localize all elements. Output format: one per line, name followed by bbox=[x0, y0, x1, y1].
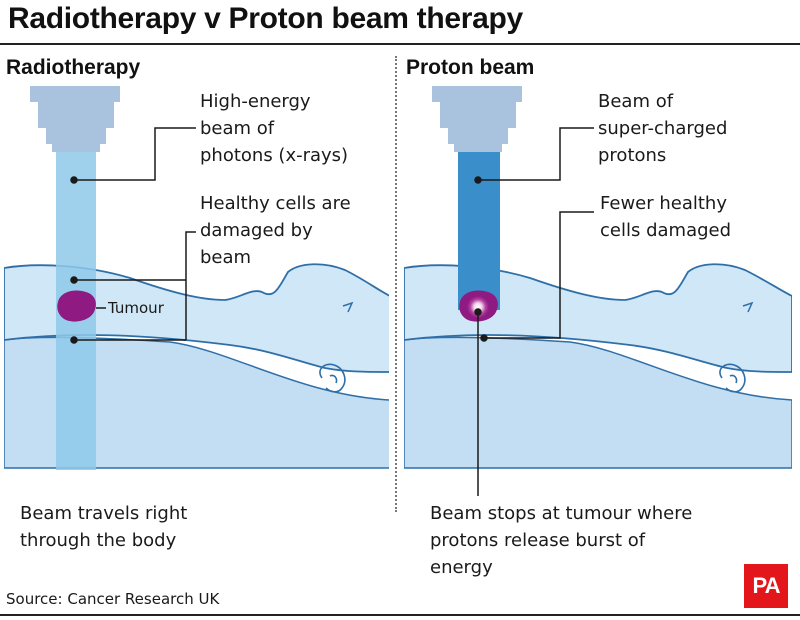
title-rule bbox=[0, 43, 800, 45]
left-nozzle bbox=[30, 86, 120, 152]
left-ear-icon bbox=[319, 363, 346, 393]
healthy-cells-damaged-label: Healthy cells are damaged by beam bbox=[200, 193, 351, 268]
fewer-cells-damaged-label: Fewer healthy cells damaged bbox=[600, 193, 732, 241]
radiotherapy-heading: Radiotherapy bbox=[6, 56, 141, 79]
proton-beam-heading: Proton beam bbox=[406, 56, 535, 79]
proton-beam bbox=[458, 150, 500, 310]
panel-divider bbox=[395, 56, 397, 512]
footer-rule bbox=[0, 614, 800, 616]
page-title: Radiotherapy v Proton beam therapy bbox=[8, 2, 523, 35]
left-eye-icon bbox=[342, 301, 354, 313]
right-ear-icon bbox=[719, 363, 746, 393]
right-nozzle bbox=[432, 86, 522, 152]
right-eye-icon bbox=[742, 301, 754, 313]
left-callout-lines bbox=[70, 127, 196, 344]
left-tumour bbox=[57, 290, 96, 322]
beam-travels-label: Beam travels right through the body bbox=[20, 503, 188, 551]
pa-logo: PA bbox=[744, 564, 788, 608]
beam-stops-label: Beam stops at tumour where protons relea… bbox=[430, 503, 693, 578]
right-lower-body bbox=[404, 336, 792, 469]
tumour-label: Tumour bbox=[108, 299, 164, 317]
proton-panel bbox=[404, 150, 792, 469]
proton-beam-label: Beam of super-charged protons bbox=[598, 91, 728, 166]
left-body-outline bbox=[4, 263, 389, 373]
right-callout-lines bbox=[474, 127, 594, 496]
energy-burst bbox=[467, 296, 489, 318]
source-credit: Source: Cancer Research UK bbox=[6, 590, 220, 608]
xray-beam-label: High-energy beam of photons (x-rays) bbox=[200, 91, 349, 166]
radiotherapy-panel bbox=[4, 150, 389, 470]
